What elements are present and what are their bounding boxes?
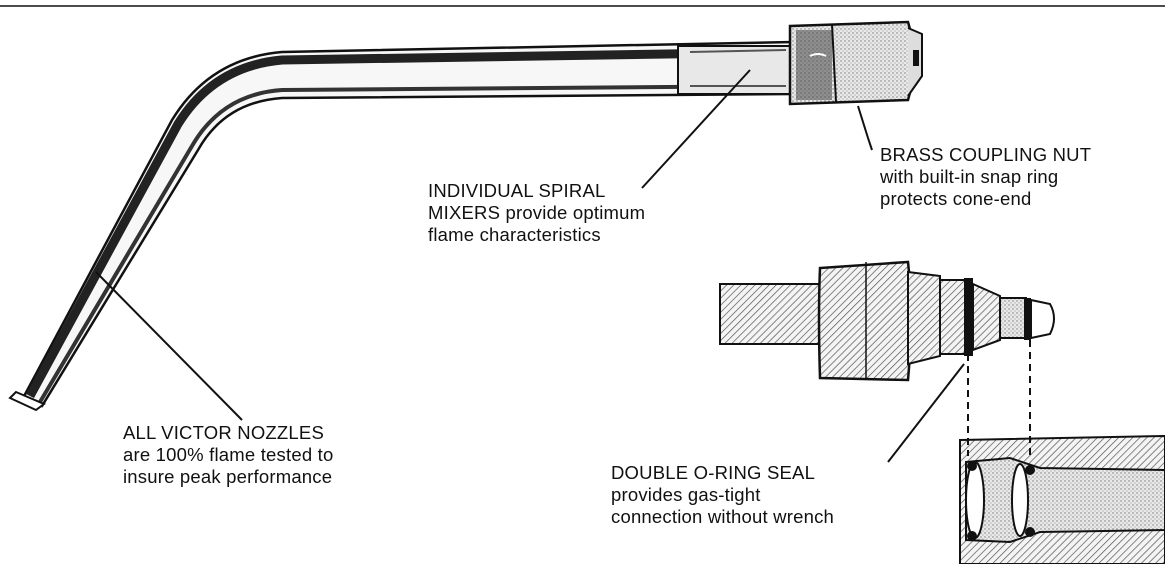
- callout-nozzles: ALL VICTOR NOZZLES are 100% flame tested…: [123, 422, 333, 488]
- callout-nozzles-line2: are 100% flame tested to: [123, 444, 334, 465]
- leader-nozzles: [95, 271, 243, 421]
- callout-spiral-mixers: INDIVIDUAL SPIRAL MIXERS provide optimum…: [428, 180, 645, 246]
- leader-spiral-mixers: [641, 69, 751, 189]
- callout-coupling-nut-line3: protects cone-end: [880, 188, 1032, 209]
- alignment-lines: [967, 340, 1031, 456]
- callout-o-ring-line2: provides gas-tight: [611, 484, 761, 505]
- callout-nozzles-line3: insure peak performance: [123, 466, 333, 487]
- cutaway-section: [959, 434, 1165, 564]
- callout-spiral-mixers-title: INDIVIDUAL SPIRAL: [428, 180, 606, 201]
- spiral-mixer-section: [677, 45, 791, 95]
- leader-coupling-nut: [857, 105, 873, 151]
- callout-nozzles-title: ALL VICTOR NOZZLES: [123, 422, 324, 443]
- callout-spiral-mixers-line3: flame characteristics: [428, 224, 601, 245]
- callout-o-ring-line3: connection without wrench: [611, 506, 835, 527]
- callout-coupling-nut: BRASS COUPLING NUT with built-in snap ri…: [880, 144, 1091, 210]
- callout-o-ring: DOUBLE O-RING SEAL provides gas-tight co…: [611, 462, 834, 528]
- callout-o-ring-title: DOUBLE O-RING SEAL: [611, 462, 816, 483]
- leader-lines: [95, 69, 965, 463]
- leader-o-ring: [887, 363, 965, 463]
- tip-connector: [719, 260, 1055, 382]
- callout-coupling-nut-line2: with built-in snap ring: [880, 166, 1059, 187]
- callout-spiral-mixers-line2: MIXERS provide optimum: [428, 202, 646, 223]
- nozzle-tube: [8, 40, 794, 412]
- coupling-nut: [788, 20, 923, 106]
- callout-coupling-nut-title: BRASS COUPLING NUT: [880, 144, 1092, 165]
